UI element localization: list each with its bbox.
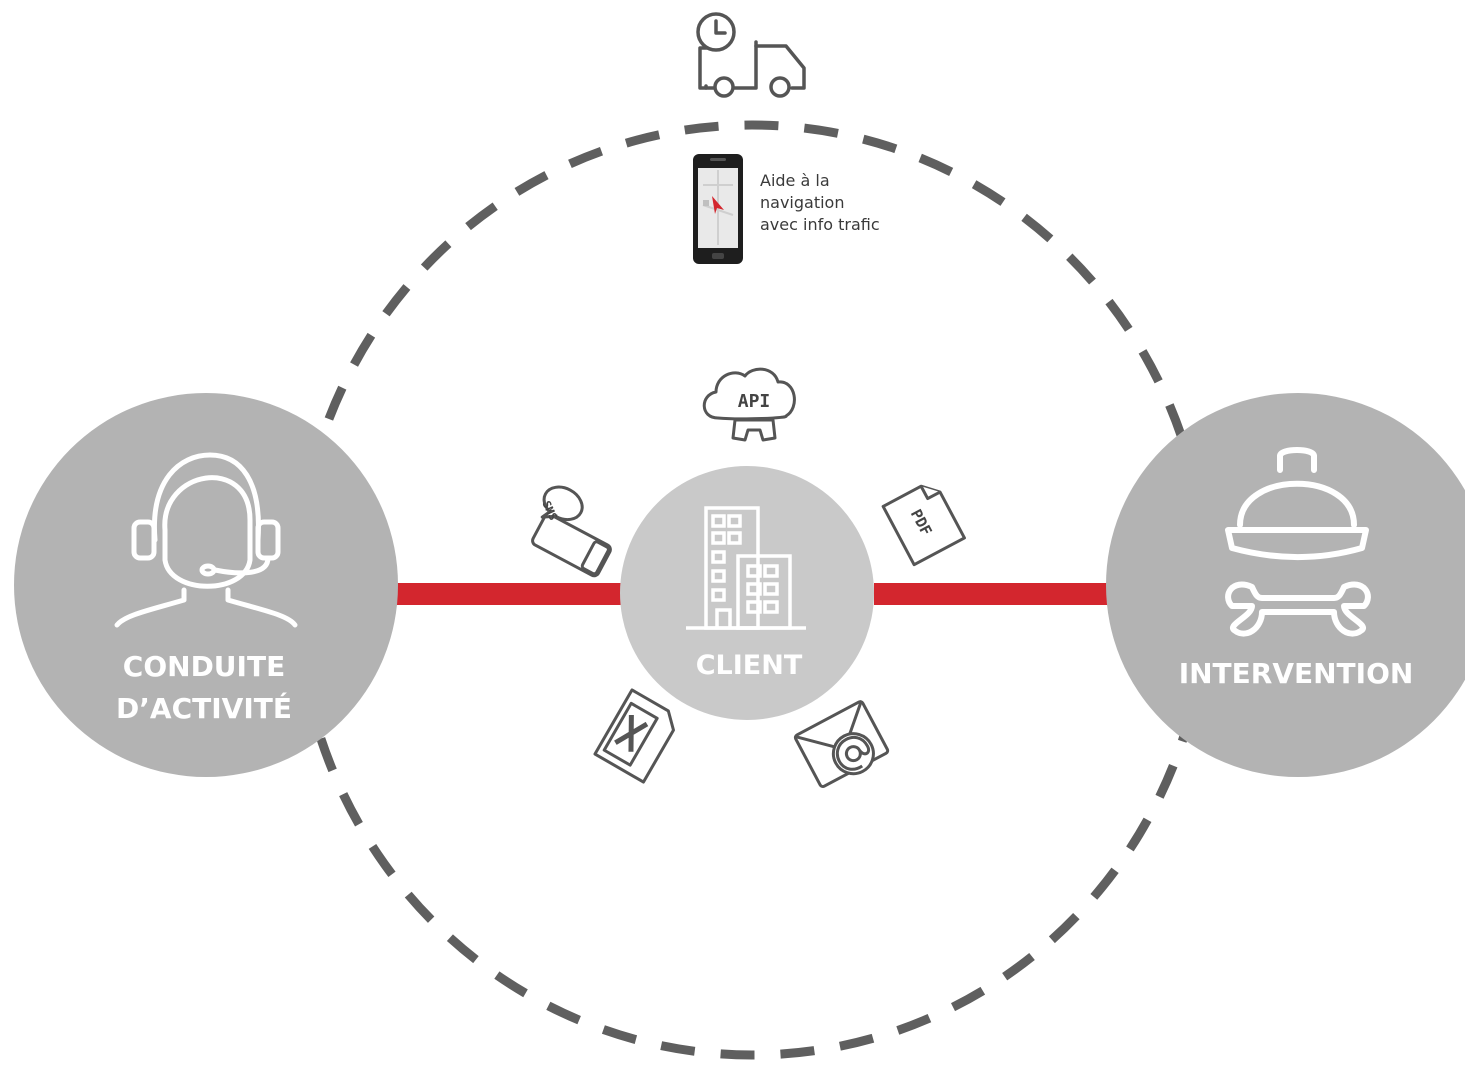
- api-text: API: [738, 391, 771, 412]
- node-left-line2: D’ACTIVITÉ: [116, 691, 292, 725]
- sms-phone-icon: [531, 485, 612, 578]
- api-cloud-gear-icon: [702, 367, 796, 442]
- smartphone-navigation-icon: [693, 154, 743, 264]
- node-left-line1: CONDUITE: [123, 650, 285, 683]
- node-center-label: CLIENT: [696, 650, 803, 681]
- headset-operator-icon: [114, 452, 298, 628]
- building-icon: [686, 506, 806, 630]
- navigation-text-line2: navigation: [760, 193, 844, 212]
- connector-right: [874, 583, 1110, 605]
- node-conduite-activite: CONDUITE D’ACTIVITÉ: [14, 393, 398, 777]
- navigation-text-line1: Aide à la: [760, 171, 830, 190]
- delivery-truck-clock-icon: [696, 12, 806, 98]
- pdf-file-icon: [881, 484, 966, 567]
- excel-file-icon: [593, 688, 675, 784]
- node-right-label: INTERVENTION: [1179, 657, 1414, 690]
- hardhat-wrench-icon: [1225, 447, 1371, 637]
- connector-left: [392, 583, 624, 605]
- node-client: CLIENT: [620, 466, 874, 720]
- node-intervention: INTERVENTION: [1106, 393, 1465, 777]
- email-at-icon: [793, 700, 890, 789]
- navigation-text-line3: avec info trafic: [760, 215, 880, 234]
